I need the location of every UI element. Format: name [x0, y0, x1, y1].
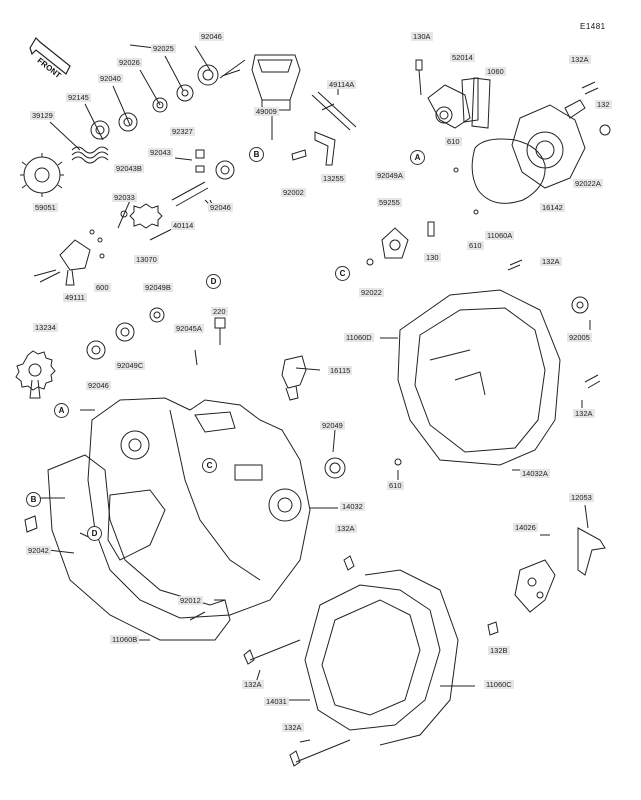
part-label-92327[interactable]: 92327 [170, 127, 195, 136]
part-label-16115[interactable]: 16115 [328, 366, 353, 375]
pump-body-49009 [251, 54, 301, 111]
part-label-92049b[interactable]: 92049B [143, 283, 173, 292]
part-label-132[interactable]: 132 [595, 100, 612, 109]
part-label-14031[interactable]: 14031 [264, 697, 289, 706]
front-arrow-icon [29, 37, 71, 75]
part-label-49111[interactable]: 49111 [63, 293, 87, 302]
ref-a-lower[interactable]: A [54, 403, 69, 418]
sprocket-59051 [20, 153, 64, 197]
part-label-92049[interactable]: 92049 [320, 421, 345, 430]
part-label-14026[interactable]: 14026 [513, 523, 538, 532]
part-label-92022a[interactable]: 92022A [573, 179, 603, 188]
part-label-11060b[interactable]: 11060B [110, 635, 140, 644]
part-label-600[interactable]: 600 [94, 283, 111, 292]
part-label-92049a[interactable]: 92049A [375, 171, 405, 180]
clutch-cover-14032 [87, 397, 346, 619]
part-label-92145[interactable]: 92145 [66, 93, 91, 102]
part-label-92040[interactable]: 92040 [98, 74, 123, 83]
part-label-13070[interactable]: 13070 [134, 255, 159, 264]
part-label-11060d[interactable]: 11060D [344, 333, 374, 342]
part-label-14032[interactable]: 14032 [340, 502, 365, 511]
part-label-610-2[interactable]: 610 [467, 241, 484, 250]
part-label-11060a[interactable]: 11060A [485, 231, 515, 240]
part-label-92043[interactable]: 92043 [148, 148, 173, 157]
part-label-92049c[interactable]: 92049C [115, 361, 146, 370]
part-label-132a-6[interactable]: 132A [282, 723, 304, 732]
part-label-132a-5[interactable]: 132A [242, 680, 264, 689]
part-label-130[interactable]: 130 [424, 253, 441, 262]
part-label-39129[interactable]: 39129 [30, 111, 55, 120]
part-label-610-1[interactable]: 610 [445, 137, 462, 146]
part-label-14032a[interactable]: 14032A [520, 469, 550, 478]
part-label-92045a[interactable]: 92045A [174, 324, 204, 333]
part-label-49009[interactable]: 49009 [254, 107, 279, 116]
ref-b-upper[interactable]: B [249, 147, 264, 162]
generator-cover-14032a [394, 259, 601, 466]
water-pump-cover-16142 [511, 99, 586, 189]
ref-a-upper[interactable]: A [410, 150, 425, 165]
part-label-52014[interactable]: 52014 [450, 53, 475, 62]
ref-b-lower[interactable]: B [26, 492, 41, 507]
part-label-40114[interactable]: 40114 [171, 221, 196, 230]
part-label-16142[interactable]: 16142 [540, 203, 565, 212]
idle-gear-13234 [15, 350, 56, 399]
part-label-92033[interactable]: 92033 [112, 193, 137, 202]
ref-c-lower[interactable]: C [202, 458, 217, 473]
part-label-610-3[interactable]: 610 [387, 481, 404, 490]
ref-c-upper[interactable]: C [335, 266, 350, 281]
part-label-13234[interactable]: 13234 [33, 323, 58, 332]
part-label-13255[interactable]: 13255 [321, 174, 346, 183]
part-label-49114a[interactable]: 49114A [327, 80, 357, 89]
part-label-220[interactable]: 220 [211, 307, 228, 316]
part-label-132a-1[interactable]: 132A [569, 55, 591, 64]
part-label-12053[interactable]: 12053 [569, 493, 594, 502]
part-label-92005[interactable]: 92005 [567, 333, 592, 342]
part-label-92022[interactable]: 92022 [359, 288, 384, 297]
ref-d-upper[interactable]: D [206, 274, 221, 289]
part-label-92046a[interactable]: 92046 [199, 32, 224, 41]
part-label-132a-4[interactable]: 132A [335, 524, 357, 533]
part-label-132b[interactable]: 132B [488, 646, 510, 655]
ref-d-lower[interactable]: D [87, 526, 102, 541]
part-label-1060[interactable]: 1060 [485, 67, 506, 76]
part-label-92046b[interactable]: 92046 [208, 203, 233, 212]
magneto-cover-14031 [304, 569, 459, 746]
part-label-59051[interactable]: 59051 [33, 203, 58, 212]
part-label-92002[interactable]: 92002 [281, 188, 306, 197]
part-label-132a-3[interactable]: 132A [573, 409, 595, 418]
part-label-132a-2[interactable]: 132A [540, 257, 562, 266]
part-label-59255[interactable]: 59255 [377, 198, 402, 207]
part-label-92046d[interactable]: 92046 [86, 381, 111, 390]
part-label-11060c[interactable]: 11060C [484, 680, 514, 689]
part-label-92043b[interactable]: 92043B [114, 164, 144, 173]
part-label-92042[interactable]: 92042 [26, 546, 51, 555]
part-label-92025[interactable]: 92025 [151, 44, 176, 53]
part-label-92026[interactable]: 92026 [117, 58, 142, 67]
gasket-11060b [47, 454, 231, 641]
diagram-code: E1481 [580, 22, 606, 31]
part-label-92012[interactable]: 92012 [178, 596, 203, 605]
part-label-130a[interactable]: 130A [411, 32, 433, 41]
